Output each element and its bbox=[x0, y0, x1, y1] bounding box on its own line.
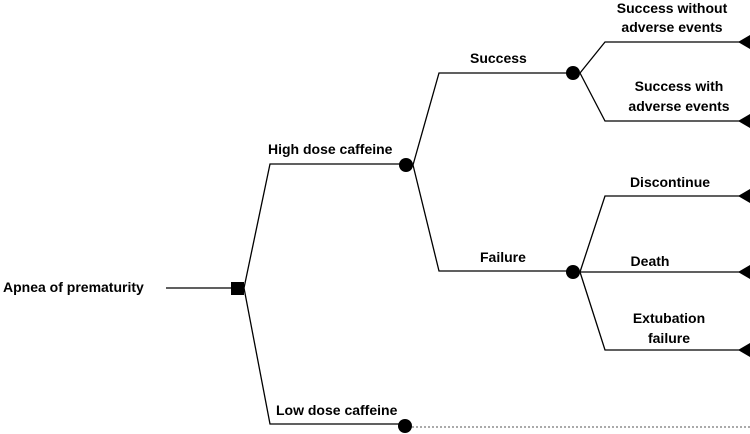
low-dose-label: Low dose caffeine bbox=[276, 402, 398, 418]
success-no-ae-label-line2: adverse events bbox=[621, 19, 722, 35]
failure-branch-line bbox=[412, 164, 572, 272]
extubation-failure-label-line2: failure bbox=[648, 330, 690, 346]
chance-node-high-dose bbox=[399, 158, 413, 172]
death-label: Death bbox=[631, 253, 670, 269]
terminal-node-success-no-ae bbox=[738, 35, 750, 49]
terminal-node-death bbox=[738, 265, 750, 279]
discontinue-branch-line bbox=[579, 195, 740, 273]
high-dose-branch-line bbox=[243, 163, 405, 289]
success-ae-label-line2: adverse events bbox=[628, 98, 729, 114]
extubation-failure-label-line1: Extubation bbox=[633, 310, 705, 326]
discontinue-label: Discontinue bbox=[630, 174, 710, 190]
chance-node-failure bbox=[566, 265, 580, 279]
chance-node-low-dose bbox=[398, 419, 412, 433]
decision-node bbox=[231, 282, 244, 295]
terminal-node-discontinue bbox=[738, 189, 750, 203]
success-no-ae-label-line1: Success without bbox=[617, 0, 728, 16]
root-label: Apnea of prematurity bbox=[3, 279, 144, 295]
failure-label: Failure bbox=[480, 249, 526, 265]
success-branch-line bbox=[412, 72, 572, 166]
success-ae-branch-line bbox=[579, 72, 740, 122]
extubation-failure-branch-line bbox=[579, 271, 740, 351]
terminal-node-extubation-failure bbox=[738, 343, 750, 357]
success-ae-label-line1: Success with bbox=[635, 78, 724, 94]
high-dose-label: High dose caffeine bbox=[268, 141, 393, 157]
chance-node-success bbox=[566, 66, 580, 80]
terminal-node-success-ae bbox=[738, 114, 750, 128]
success-label: Success bbox=[470, 50, 527, 66]
low-dose-branch-line bbox=[243, 287, 405, 425]
success-no-ae-branch-line bbox=[579, 41, 740, 74]
